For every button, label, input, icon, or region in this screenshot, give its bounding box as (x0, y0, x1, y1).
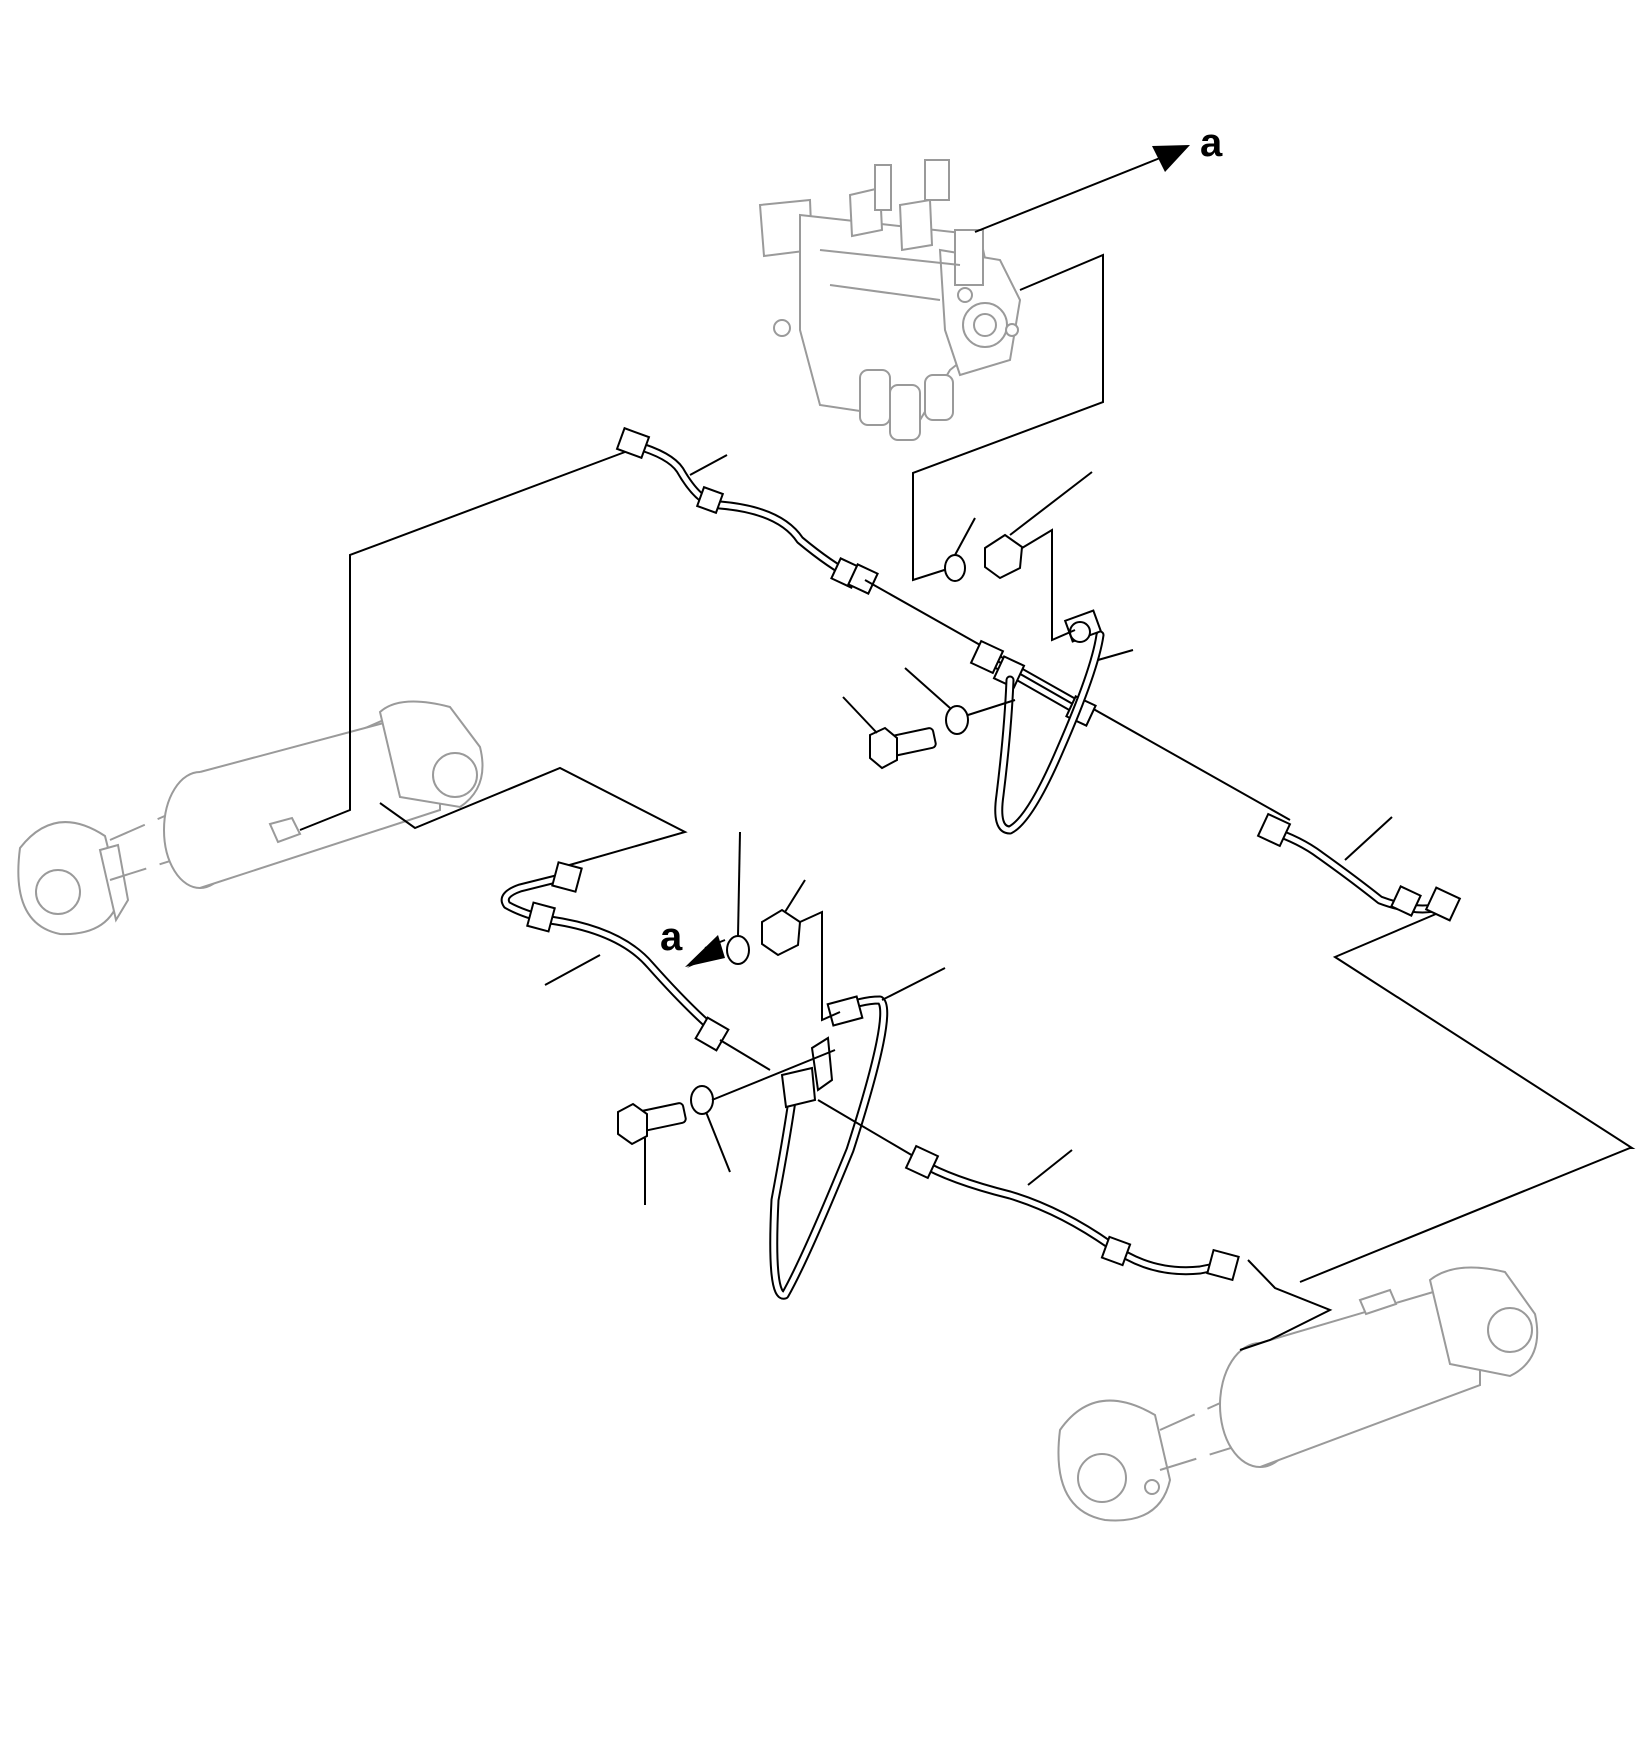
control-valve (758, 159, 1022, 441)
leader-right-cyl-rod (1299, 907, 1636, 1283)
leader-valve-bracket (912, 253, 1104, 582)
arrow-label-mid: a (660, 915, 683, 959)
leader-left-cyl-port (299, 451, 626, 831)
leader-left-cyl-rod (379, 766, 688, 867)
lower-small-parts (617, 831, 841, 1205)
right-cylinder (1057, 1266, 1539, 1522)
upper-pipe-assembly (615, 426, 1462, 922)
left-cylinder (17, 700, 484, 936)
leader-right-cyl-port (1239, 1259, 1333, 1351)
upper-small-parts (842, 471, 1093, 770)
arrow-a-mid: a (660, 915, 726, 968)
arrow-label-top: a (1200, 121, 1223, 165)
lower-pipe-assembly (500, 861, 1240, 1300)
arrow-a-top: a (974, 121, 1223, 233)
